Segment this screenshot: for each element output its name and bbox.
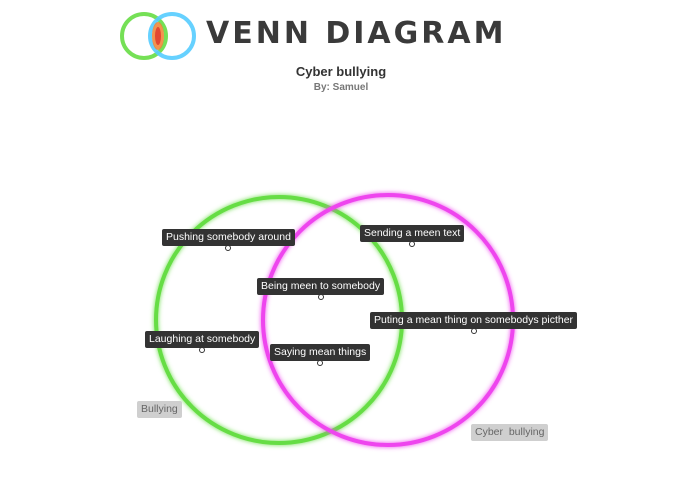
item-tag[interactable]: Sending a meen text (360, 225, 465, 247)
bullying-set-label[interactable]: Bullying (137, 401, 182, 418)
item-label: Puting a mean thing on somebodys picther (374, 314, 574, 326)
pin-icon (199, 347, 206, 353)
diagram-title: Cyber bullying (295, 64, 387, 79)
item-tag[interactable]: Saying mean things (270, 344, 371, 366)
pin-icon (317, 294, 324, 300)
item-tag[interactable]: Puting a mean thing on somebodys picther (370, 312, 578, 334)
item-tag[interactable]: Laughing at somebody (145, 331, 260, 353)
logo-text: VENN DIAGRAM (206, 16, 507, 51)
item-label: Laughing at somebody (149, 333, 256, 345)
venn-diagram-logo: VENN DIAGRAM (116, 10, 526, 66)
pin-icon (409, 241, 416, 247)
item-tag[interactable]: Pushing somebody around (162, 229, 295, 251)
item-label: Being meen to somebody (261, 280, 381, 292)
pin-icon (317, 360, 324, 366)
venn-logo-icon (120, 12, 196, 60)
cyber-bullying-set-label[interactable]: Cyber bullying (471, 424, 549, 441)
item-label: Sending a meen text (364, 227, 461, 239)
pin-icon (470, 328, 477, 334)
item-tag[interactable]: Being meen to somebody (257, 278, 385, 300)
item-label: Pushing somebody around (166, 231, 291, 243)
diagram-byline: By: Samuel (313, 82, 369, 93)
pin-icon (225, 245, 232, 251)
item-label: Saying mean things (274, 346, 367, 358)
